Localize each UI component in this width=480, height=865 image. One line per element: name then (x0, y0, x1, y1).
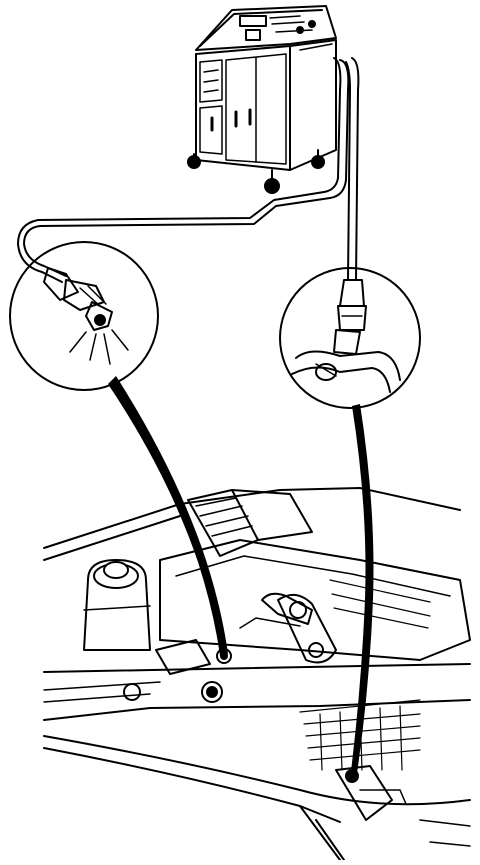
condenser (300, 700, 420, 770)
intake-duct (188, 490, 312, 556)
low-side-service-port-detail (10, 242, 158, 390)
low-side-hose (18, 58, 348, 282)
high-side-service-port (336, 766, 406, 820)
low-side-service-port (156, 640, 231, 674)
front-bumper (44, 736, 470, 860)
low-side-leader (108, 376, 228, 656)
mounting-bracket (278, 595, 336, 663)
engine-block (160, 540, 470, 660)
high-side-leader (350, 404, 374, 780)
station-casters (188, 150, 324, 193)
engine-compartment (44, 488, 470, 860)
high-side-hose (346, 58, 358, 280)
reservoir (84, 560, 150, 650)
leader-lines (108, 376, 374, 780)
high-side-service-port-detail (280, 268, 420, 408)
station-display (240, 16, 266, 26)
refrigerant-recovery-station (188, 6, 336, 193)
radiator-support (44, 664, 470, 720)
